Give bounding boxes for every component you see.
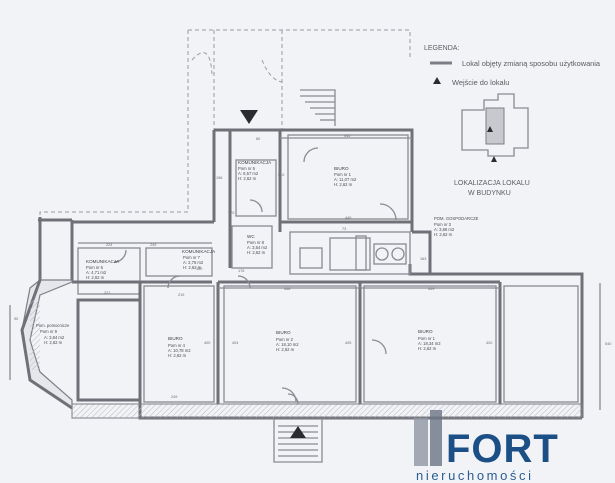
- svg-text:Lokal objęty zmianą sposobu uż: Lokal objęty zmianą sposobu użytkowania: [462, 59, 601, 68]
- svg-text:A: 6,57 m2: A: 6,57 m2: [238, 171, 259, 176]
- svg-text:A: 18,34 m2: A: 18,34 m2: [418, 341, 441, 346]
- room-biuro-right: BIURO Pom nr 1 A: 18,34 m2 H: 2,62 m: [418, 329, 441, 351]
- svg-text:219: 219: [178, 293, 184, 297]
- svg-text:120: 120: [196, 267, 202, 271]
- svg-text:210: 210: [278, 173, 284, 177]
- svg-text:A: 11,07 m2: A: 11,07 m2: [334, 177, 357, 182]
- svg-text:POM. GOSPODARCZE: POM. GOSPODARCZE: [434, 216, 479, 221]
- svg-text:A: 3,54 m2: A: 3,54 m2: [247, 245, 268, 250]
- svg-text:KOMUNIKACJA: KOMUNIKACJA: [182, 249, 216, 254]
- svg-text:Pom nr 7: Pom nr 7: [183, 255, 201, 260]
- kitchen-fixtures: [299, 235, 407, 271]
- svg-text:KOMUNIKACJA: KOMUNIKACJA: [238, 160, 272, 165]
- entrance-marker-top: [240, 110, 258, 124]
- room-komunikacja-top: KOMUNIKACJA Pom nr 5 A: 6,57 m2 H: 2,62 …: [238, 160, 272, 181]
- svg-text:Pom nr 8: Pom nr 8: [247, 240, 265, 245]
- room-biuro-top: BIURO Pom nr 1 A: 11,07 m2 H: 2,62 m: [334, 166, 357, 187]
- upper-boundary: [39, 29, 411, 217]
- svg-text:H: 2,62 m: H: 2,62 m: [276, 347, 295, 352]
- entrance-legend-icon: [433, 77, 441, 84]
- entrance-stairs: [273, 387, 323, 463]
- svg-text:Pom nr 4: Pom nr 4: [168, 343, 186, 348]
- room-biuro-left: BIURO Pom nr 4 A: 10,78 m2 H: 2,62 m: [168, 336, 191, 358]
- room-komunikacja-mid: KOMUNIKACJA Pom nr 7 A: 2,75 m2 H: 2,62 …: [182, 249, 216, 270]
- room-wc: WC Pom nr 8 A: 3,54 m2 H: 2,62 m: [247, 234, 268, 255]
- walls: [20, 128, 584, 420]
- svg-text:Pom nr 1: Pom nr 1: [334, 172, 352, 177]
- svg-text:LOKALIZACJA LOKALU: LOKALIZACJA LOKALU: [454, 180, 530, 187]
- legend: LEGENDA: Lokal objęty zmianą sposobu uży…: [424, 45, 601, 87]
- svg-text:420: 420: [486, 341, 492, 345]
- room-komunikacja-left: KOMUNIKACJA Pom nr 6 A: 4,71 m2 H: 2,62 …: [86, 259, 120, 280]
- svg-text:Pom nr 3: Pom nr 3: [434, 222, 452, 227]
- svg-text:WC: WC: [247, 234, 255, 239]
- svg-text:221: 221: [104, 291, 110, 295]
- svg-text:H: 2,62 m: H: 2,62 m: [86, 275, 105, 280]
- svg-text:H: 2,62 m: H: 2,62 m: [238, 176, 257, 181]
- svg-text:176: 176: [238, 269, 244, 273]
- svg-text:KOMUNIKACJA: KOMUNIKACJA: [86, 259, 120, 264]
- svg-text:73: 73: [342, 227, 346, 231]
- room-pom-pomocnicze: Pom. pomocnicze Pom nr 9 A: 3,84 m2 H: 2…: [36, 323, 70, 345]
- svg-text:BIURO: BIURO: [334, 166, 349, 171]
- svg-text:170: 170: [228, 211, 234, 215]
- svg-text:Wejście do lokalu: Wejście do lokalu: [452, 78, 509, 87]
- svg-text:BIURO: BIURO: [418, 329, 433, 334]
- svg-text:459: 459: [428, 287, 434, 291]
- svg-text:A: 18,10 m2: A: 18,10 m2: [276, 342, 299, 347]
- svg-text:249: 249: [171, 395, 177, 399]
- svg-text:440: 440: [345, 216, 351, 220]
- fort-logo: FORT nieruchomości: [414, 410, 559, 483]
- svg-text:90: 90: [14, 317, 18, 321]
- svg-text:448: 448: [284, 287, 290, 291]
- svg-text:400: 400: [204, 341, 210, 345]
- svg-text:249: 249: [150, 243, 156, 247]
- svg-text:LEGENDA:: LEGENDA:: [424, 45, 459, 52]
- svg-text:H: 2,62 m: H: 2,62 m: [183, 265, 202, 270]
- svg-text:A: 3,86 m2: A: 3,86 m2: [434, 227, 455, 232]
- svg-text:BIURO: BIURO: [276, 330, 291, 335]
- svg-text:196: 196: [216, 176, 222, 180]
- svg-text:A: 10,78 m2: A: 10,78 m2: [168, 348, 191, 353]
- svg-text:Pom nr 9: Pom nr 9: [40, 329, 58, 334]
- doors: [113, 147, 397, 405]
- svg-text:H: 2,62 m: H: 2,62 m: [247, 250, 266, 255]
- svg-text:H: 2,62 m: H: 2,62 m: [434, 232, 453, 237]
- location-minimap: LOKALIZACJA LOKALU W BUDYNKU: [454, 93, 530, 197]
- svg-text:FORT: FORT: [446, 427, 559, 471]
- svg-text:80: 80: [256, 137, 260, 141]
- svg-text:404: 404: [232, 341, 238, 345]
- svg-text:163: 163: [420, 257, 426, 261]
- svg-text:H: 2,62 m: H: 2,62 m: [168, 353, 187, 358]
- svg-text:405: 405: [345, 341, 351, 345]
- svg-text:A: 2,75 m2: A: 2,75 m2: [183, 260, 204, 265]
- svg-text:Pom nr 2: Pom nr 2: [276, 337, 294, 342]
- room-pom-gospodarcze: POM. GOSPODARCZE Pom nr 3 A: 3,86 m2 H: …: [434, 216, 479, 237]
- svg-text:Pom. pomocnicze: Pom. pomocnicze: [36, 323, 70, 328]
- svg-text:224: 224: [106, 243, 112, 247]
- entrance-marker-bottom: [290, 426, 306, 438]
- svg-text:W BUDYNKU: W BUDYNKU: [468, 190, 511, 197]
- svg-text:nieruchomości: nieruchomości: [416, 468, 534, 483]
- dimension-lines: [9, 137, 601, 410]
- dimension-labels: 445 440 224 249 221 219 176 448 459 400 …: [14, 134, 611, 399]
- room-biuro-mid: BIURO Pom nr 2 A: 18,10 m2 H: 2,62 m: [276, 330, 299, 352]
- svg-text:H: 2,62 m: H: 2,62 m: [418, 346, 437, 351]
- staircase: [300, 89, 336, 126]
- svg-text:Pom nr 1: Pom nr 1: [418, 336, 436, 341]
- svg-text:Pom nr 6: Pom nr 6: [86, 265, 104, 270]
- svg-text:H: 2,62 m: H: 2,62 m: [334, 182, 353, 187]
- svg-text:A: 4,71 m2: A: 4,71 m2: [86, 270, 107, 275]
- svg-text:A: 3,84 m2: A: 3,84 m2: [44, 335, 65, 340]
- svg-text:Pom nr 5: Pom nr 5: [238, 166, 256, 171]
- svg-text:H: 2,62 m: H: 2,62 m: [44, 340, 63, 345]
- svg-text:445: 445: [344, 134, 350, 138]
- svg-text:BIURO: BIURO: [168, 336, 183, 341]
- svg-text:540: 540: [605, 342, 611, 346]
